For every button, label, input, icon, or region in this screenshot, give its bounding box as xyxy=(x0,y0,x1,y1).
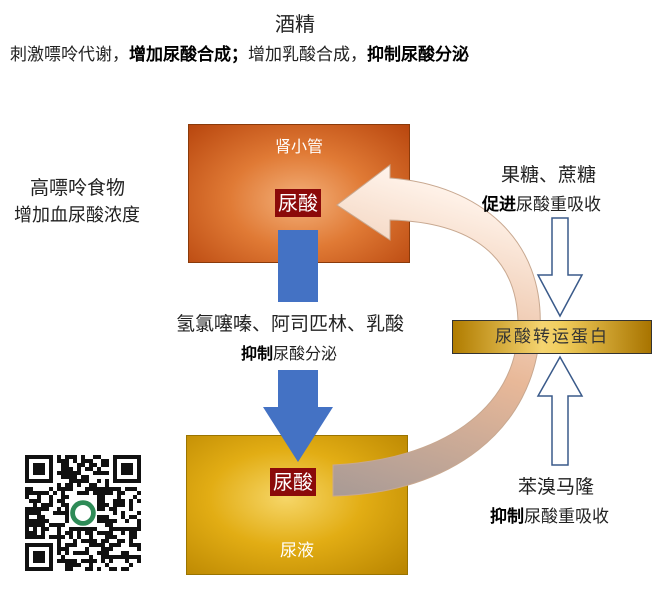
benz-effect: 抑制尿酸重吸收 xyxy=(490,502,609,527)
effect-1: 刺激嘌呤代谢， xyxy=(10,45,129,65)
uric-acid-kidney: 尿酸 xyxy=(275,189,321,217)
uric-transporter-box: 尿酸转运蛋白 xyxy=(452,320,652,354)
alcohol-effects: 刺激嘌呤代谢，增加尿酸合成；增加乳酸合成，抑制尿酸分泌 xyxy=(10,40,469,65)
sugar-effect-rest: 尿酸重吸收 xyxy=(516,195,601,215)
inhibit-arrow-up xyxy=(536,355,584,466)
blue-arrow-down xyxy=(263,370,333,462)
drug-effect-rest: 尿酸分泌 xyxy=(273,344,338,363)
drug-effect: 抑制尿酸分泌 xyxy=(241,340,337,364)
sugar-names: 果糖、蔗糖 xyxy=(501,164,597,186)
effect-3: 增加乳酸合成， xyxy=(248,45,367,65)
sugar-effect-bold: 促进 xyxy=(482,195,516,215)
effect-4: 抑制尿酸分泌 xyxy=(367,45,469,65)
benz-effect-bold: 抑制 xyxy=(490,507,524,527)
uric-acid-urine: 尿酸 xyxy=(270,468,316,496)
increase-blood-uric: 增加血尿酸浓度 xyxy=(14,205,140,226)
renal-tubule-label: 肾小管 xyxy=(274,137,323,156)
urine-label: 尿液 xyxy=(280,541,314,561)
drug-effect-bold: 抑制 xyxy=(241,344,274,363)
alcohol-title: 酒精 xyxy=(275,12,315,36)
benz-effect-rest: 尿酸重吸收 xyxy=(524,507,609,527)
promote-arrow-down xyxy=(536,217,584,318)
effect-2: 增加尿酸合成； xyxy=(129,45,248,65)
blue-arrow-shaft-top xyxy=(278,230,318,302)
drug-names: 氢氯噻嗪、阿司匹林、乳酸 xyxy=(176,313,405,335)
benzbromarone: 苯溴马隆 xyxy=(518,476,595,498)
high-purine-food: 高嘌呤食物 xyxy=(30,177,126,199)
qr-code-icon xyxy=(25,455,141,571)
sugar-effect: 促进尿酸重吸收 xyxy=(482,190,601,215)
reabsorption-curved-arrow xyxy=(332,163,541,497)
